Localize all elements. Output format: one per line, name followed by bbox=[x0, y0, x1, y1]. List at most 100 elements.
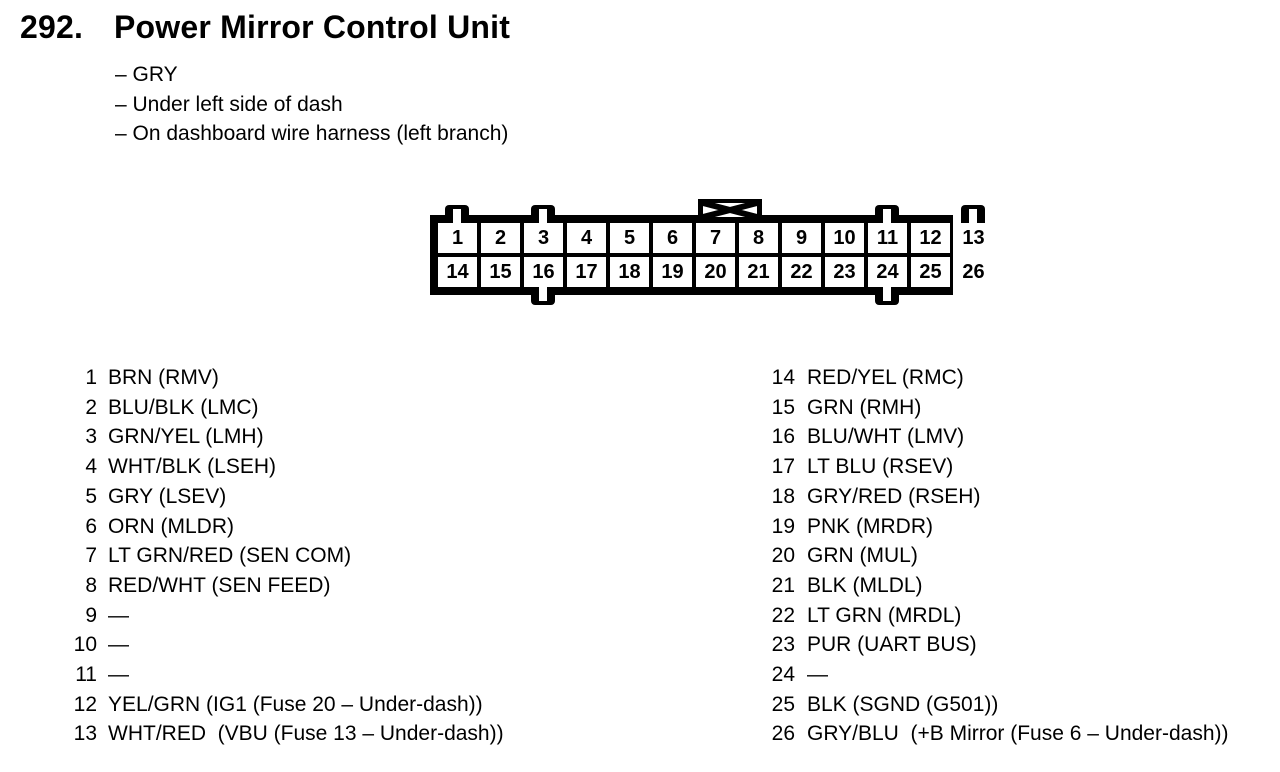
pin-cell-5: 5 bbox=[610, 223, 649, 253]
latch-slot bbox=[883, 287, 891, 301]
connector-latch-tab bbox=[445, 205, 469, 223]
pin-description: LT GRN (MRDL) bbox=[807, 603, 962, 627]
pin-number: 16 bbox=[771, 425, 795, 449]
connector-latch-tab bbox=[875, 287, 899, 305]
pin-row: 25 BLK (SGND (G501)) bbox=[750, 690, 1229, 720]
pin-cell-1: 1 bbox=[438, 223, 477, 253]
pin-number: 13 bbox=[73, 722, 97, 746]
pin-number: 5 bbox=[85, 484, 97, 508]
detail-item-harness: – On dashboard wire harness (left branch… bbox=[115, 122, 509, 145]
pin-row: 3 GRN/YEL (LMH) bbox=[60, 422, 504, 452]
pin-number: 26 bbox=[771, 722, 795, 746]
pin-description: RED/WHT (SEN FEED) bbox=[108, 573, 331, 597]
pin-number: 8 bbox=[85, 573, 97, 597]
pin-cell-3: 3 bbox=[524, 223, 563, 253]
pin-description: ORN (MLDR) bbox=[108, 514, 234, 538]
pin-row: 26 GRY/BLU (+B Mirror (Fuse 6 – Under-das… bbox=[750, 719, 1229, 749]
pin-row: 14 RED/YEL (RMC) bbox=[750, 363, 1229, 393]
pin-number: 15 bbox=[771, 395, 795, 419]
pin-row: 15 GRN (RMH) bbox=[750, 393, 1229, 423]
connector-diagram: 1 2 3 4 5 6 7 8 9 10 11 12 13 14 15 16 1… bbox=[430, 199, 1001, 305]
pin-number: 24 bbox=[771, 663, 795, 687]
pin-cell-12: 12 bbox=[911, 223, 950, 253]
pin-number: 9 bbox=[85, 603, 97, 627]
pin-description: GRN/YEL (LMH) bbox=[108, 425, 264, 449]
pin-cell-6: 6 bbox=[653, 223, 692, 253]
pin-cell-9: 9 bbox=[782, 223, 821, 253]
pin-number: 10 bbox=[73, 633, 97, 657]
pin-number: 1 bbox=[85, 366, 97, 389]
pin-description: WHT/BLK (LSEH) bbox=[108, 455, 277, 479]
pin-cell-11: 11 bbox=[868, 223, 907, 253]
pin-description: GRY (LSEV) bbox=[108, 484, 227, 508]
pin-number: 14 bbox=[771, 366, 795, 389]
pin-number: 12 bbox=[73, 692, 97, 716]
pin-row: 24 — bbox=[750, 660, 1229, 690]
pin-number: 2 bbox=[85, 395, 97, 419]
pin-description: — bbox=[108, 663, 129, 687]
latch-slot bbox=[453, 209, 461, 223]
pin-row: 9— bbox=[60, 601, 504, 631]
pin-cell-21: 21 bbox=[739, 257, 778, 287]
pin-row: 5 GRY (LSEV) bbox=[60, 482, 504, 512]
pin-cell-22: 22 bbox=[782, 257, 821, 287]
pin-cell-15: 15 bbox=[481, 257, 520, 287]
pin-number: 22 bbox=[771, 603, 795, 627]
pin-cell-25: 25 bbox=[911, 257, 950, 287]
connector-latch-tab bbox=[531, 287, 555, 305]
pin-row: 6 ORN (MLDR) bbox=[60, 512, 504, 542]
latch-slot bbox=[883, 209, 891, 223]
pin-description: GRN (RMH) bbox=[807, 395, 922, 419]
pin-number: 23 bbox=[771, 633, 795, 657]
pin-row: 10 — bbox=[60, 630, 504, 660]
pin-number: 21 bbox=[771, 573, 795, 597]
pin-number: 3 bbox=[85, 425, 97, 449]
pin-row: 23 PUR (UART BUS) bbox=[750, 630, 1229, 660]
pin-row: 12 YEL/GRN (IG1 (Fuse 20 – Under-dash)) bbox=[60, 690, 504, 720]
pin-number: 7 bbox=[85, 544, 97, 568]
pin-description: BLK (SGND (G501)) bbox=[807, 692, 999, 716]
pin-cell-24: 24 bbox=[868, 257, 907, 287]
detail-item-location: – Under left side of dash bbox=[115, 92, 343, 116]
pin-row: 17 LT BLU (RSEV) bbox=[750, 452, 1229, 482]
pin-number: 4 bbox=[85, 455, 97, 479]
pin-number: 25 bbox=[771, 692, 795, 716]
pin-cell-10: 10 bbox=[825, 223, 864, 253]
pin-row: 4 WHT/BLK (LSEH) bbox=[60, 452, 504, 482]
pin-description: RED/YEL (RMC) bbox=[807, 366, 964, 389]
connector-lock-icon bbox=[698, 199, 762, 223]
pin-description: GRY/BLU (+B Mirror (Fuse 6 – Under-dash)… bbox=[807, 722, 1229, 746]
detail-item-color: – GRY bbox=[115, 63, 178, 86]
page-title: Power Mirror Control Unit bbox=[114, 9, 511, 45]
pin-cell-14: 14 bbox=[438, 257, 477, 287]
pin-description: LT GRN/RED (SEN COM) bbox=[108, 544, 352, 568]
latch-slot bbox=[539, 287, 547, 301]
pin-number: 19 bbox=[771, 514, 795, 538]
connector-latch-tab bbox=[961, 205, 985, 223]
latch-slot bbox=[539, 209, 547, 223]
pin-description: BLK (MLDL) bbox=[807, 573, 923, 597]
pin-cell-13: 13 bbox=[954, 223, 993, 253]
pin-description: YEL/GRN (IG1 (Fuse 20 – Under-dash)) bbox=[108, 692, 483, 716]
connector-pin-grid: 1 2 3 4 5 6 7 8 9 10 11 12 13 14 15 16 1… bbox=[430, 215, 993, 295]
pin-description: — bbox=[108, 633, 129, 657]
pin-row: 7 LT GRN/RED (SEN COM) bbox=[60, 541, 504, 571]
pin-description: — bbox=[807, 663, 828, 687]
pin-cell-7: 7 bbox=[696, 223, 735, 253]
pin-description: PUR (UART BUS) bbox=[807, 633, 977, 657]
pin-cell-26: 26 bbox=[954, 257, 993, 287]
pin-row: 11— bbox=[60, 660, 504, 690]
pin-cell-23: 23 bbox=[825, 257, 864, 287]
pin-number: 6 bbox=[85, 514, 97, 538]
pin-number: 17 bbox=[771, 455, 795, 479]
latch-slot bbox=[969, 209, 977, 223]
connector-latch-tab bbox=[875, 205, 899, 223]
pin-description: LT BLU (RSEV) bbox=[807, 455, 954, 479]
